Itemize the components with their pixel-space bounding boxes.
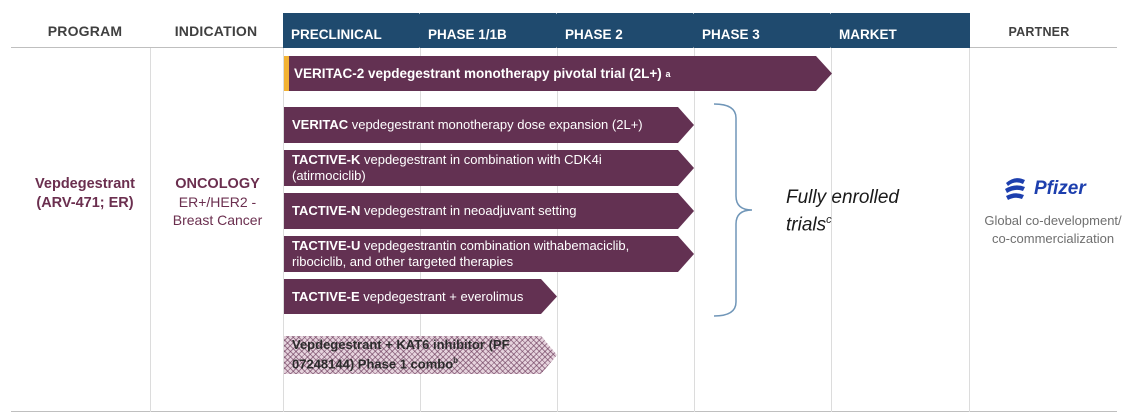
indication-line2: Breast Cancer — [172, 212, 263, 228]
trial-name: VERITAC-2 — [294, 65, 365, 81]
trial-arrow-veritac: VERITAC vepdegestrant monotherapy dose e… — [284, 107, 694, 143]
phase-header-preclinical: PRECLINICAL — [283, 13, 433, 48]
trial-name: TACTIVE-K — [292, 152, 361, 167]
phase-header-phase-3: PHASE 3 — [694, 13, 844, 48]
column-divider — [150, 48, 151, 412]
fully-enrolled-line2: trials — [786, 214, 827, 236]
trial-description: vepdegestrant in combination with CDK4i … — [292, 152, 606, 183]
trial-arrow-tactive-k: TACTIVE-K vepdegestrant in combination w… — [284, 150, 694, 186]
curly-brace — [713, 103, 753, 317]
partner-description-line1: Global co-development/ — [984, 213, 1122, 228]
phase-header-phase-2: PHASE 2 — [557, 13, 707, 48]
footnote-marker: c — [826, 214, 832, 226]
column-divider — [969, 48, 970, 412]
trial-arrow-tactive-e: TACTIVE-E vepdegestrant + everolimus — [284, 279, 557, 314]
program-name: Vepdegestrant (ARV-471; ER) — [20, 175, 150, 213]
indication: ONCOLOGY ER+/HER2 - Breast Cancer — [155, 175, 280, 229]
phase-header-phase-1: PHASE 1/1B — [420, 13, 570, 48]
trial-arrow-tactive-n: TACTIVE-N vepdegestrant in neoadjuvant s… — [284, 193, 694, 229]
partner-column-header: PARTNER — [1008, 25, 1070, 39]
program-name-line1: Vepdegestrant — [35, 176, 135, 192]
indication-title: ONCOLOGY — [175, 176, 260, 192]
trial-description: vepdegestrant in neoadjuvant setting — [360, 203, 577, 218]
trial-description: vepdegestrant monotherapy pivotal trial … — [364, 65, 662, 81]
fully-enrolled-label: Fully enrolled trialsc — [786, 186, 899, 236]
trial-name: TACTIVE-U — [292, 238, 361, 253]
column-divider — [694, 48, 695, 412]
column-divider — [283, 48, 284, 412]
column-divider — [557, 48, 558, 412]
trial-description: vepdegestrant monotherapy dose expansion… — [348, 117, 643, 132]
trial-arrow-tactive-u: TACTIVE-U vepdegestrantin combination wi… — [284, 236, 694, 272]
indication-column-header: INDICATION — [174, 23, 258, 39]
trial-arrow-kat6-combo: Vepdegestrant + KAT6 inhibitor (PF 07248… — [284, 336, 557, 374]
column-divider — [831, 48, 832, 412]
trial-description: vepdegestrant + everolimus — [359, 288, 524, 304]
footnote-marker: a — [665, 69, 671, 79]
program-column-header: PROGRAM — [47, 23, 123, 39]
indication-line1: ER+/HER2 - — [178, 194, 257, 210]
pfizer-logo: Pfizer — [1000, 172, 1100, 206]
footer-rule — [11, 411, 1117, 412]
fully-enrolled-line1: Fully enrolled — [786, 187, 899, 208]
column-divider — [420, 48, 421, 412]
pfizer-swirl-icon — [1005, 178, 1025, 200]
partner-description: Global co-development/ co-commercializat… — [975, 212, 1128, 248]
trial-description: vepdegestrantin combination withabemacic… — [292, 238, 633, 269]
trial-name: Vepdegestrant + KAT6 inhibitor (PF 07248… — [292, 337, 510, 372]
trial-name: VERITAC — [292, 117, 349, 132]
pfizer-wordmark: Pfizer — [1034, 178, 1086, 199]
phase-header-market: MARKET — [831, 13, 970, 48]
trial-name: TACTIVE-E — [292, 288, 360, 304]
trial-arrow-veritac-2: VERITAC-2 vepdegestrant monotherapy pivo… — [284, 56, 832, 91]
footnote-marker: b — [453, 356, 459, 366]
program-name-line2: (ARV-471; ER) — [36, 195, 134, 211]
trial-name: TACTIVE-N — [292, 203, 361, 218]
partner-description-line2: co-commercialization — [991, 231, 1115, 246]
